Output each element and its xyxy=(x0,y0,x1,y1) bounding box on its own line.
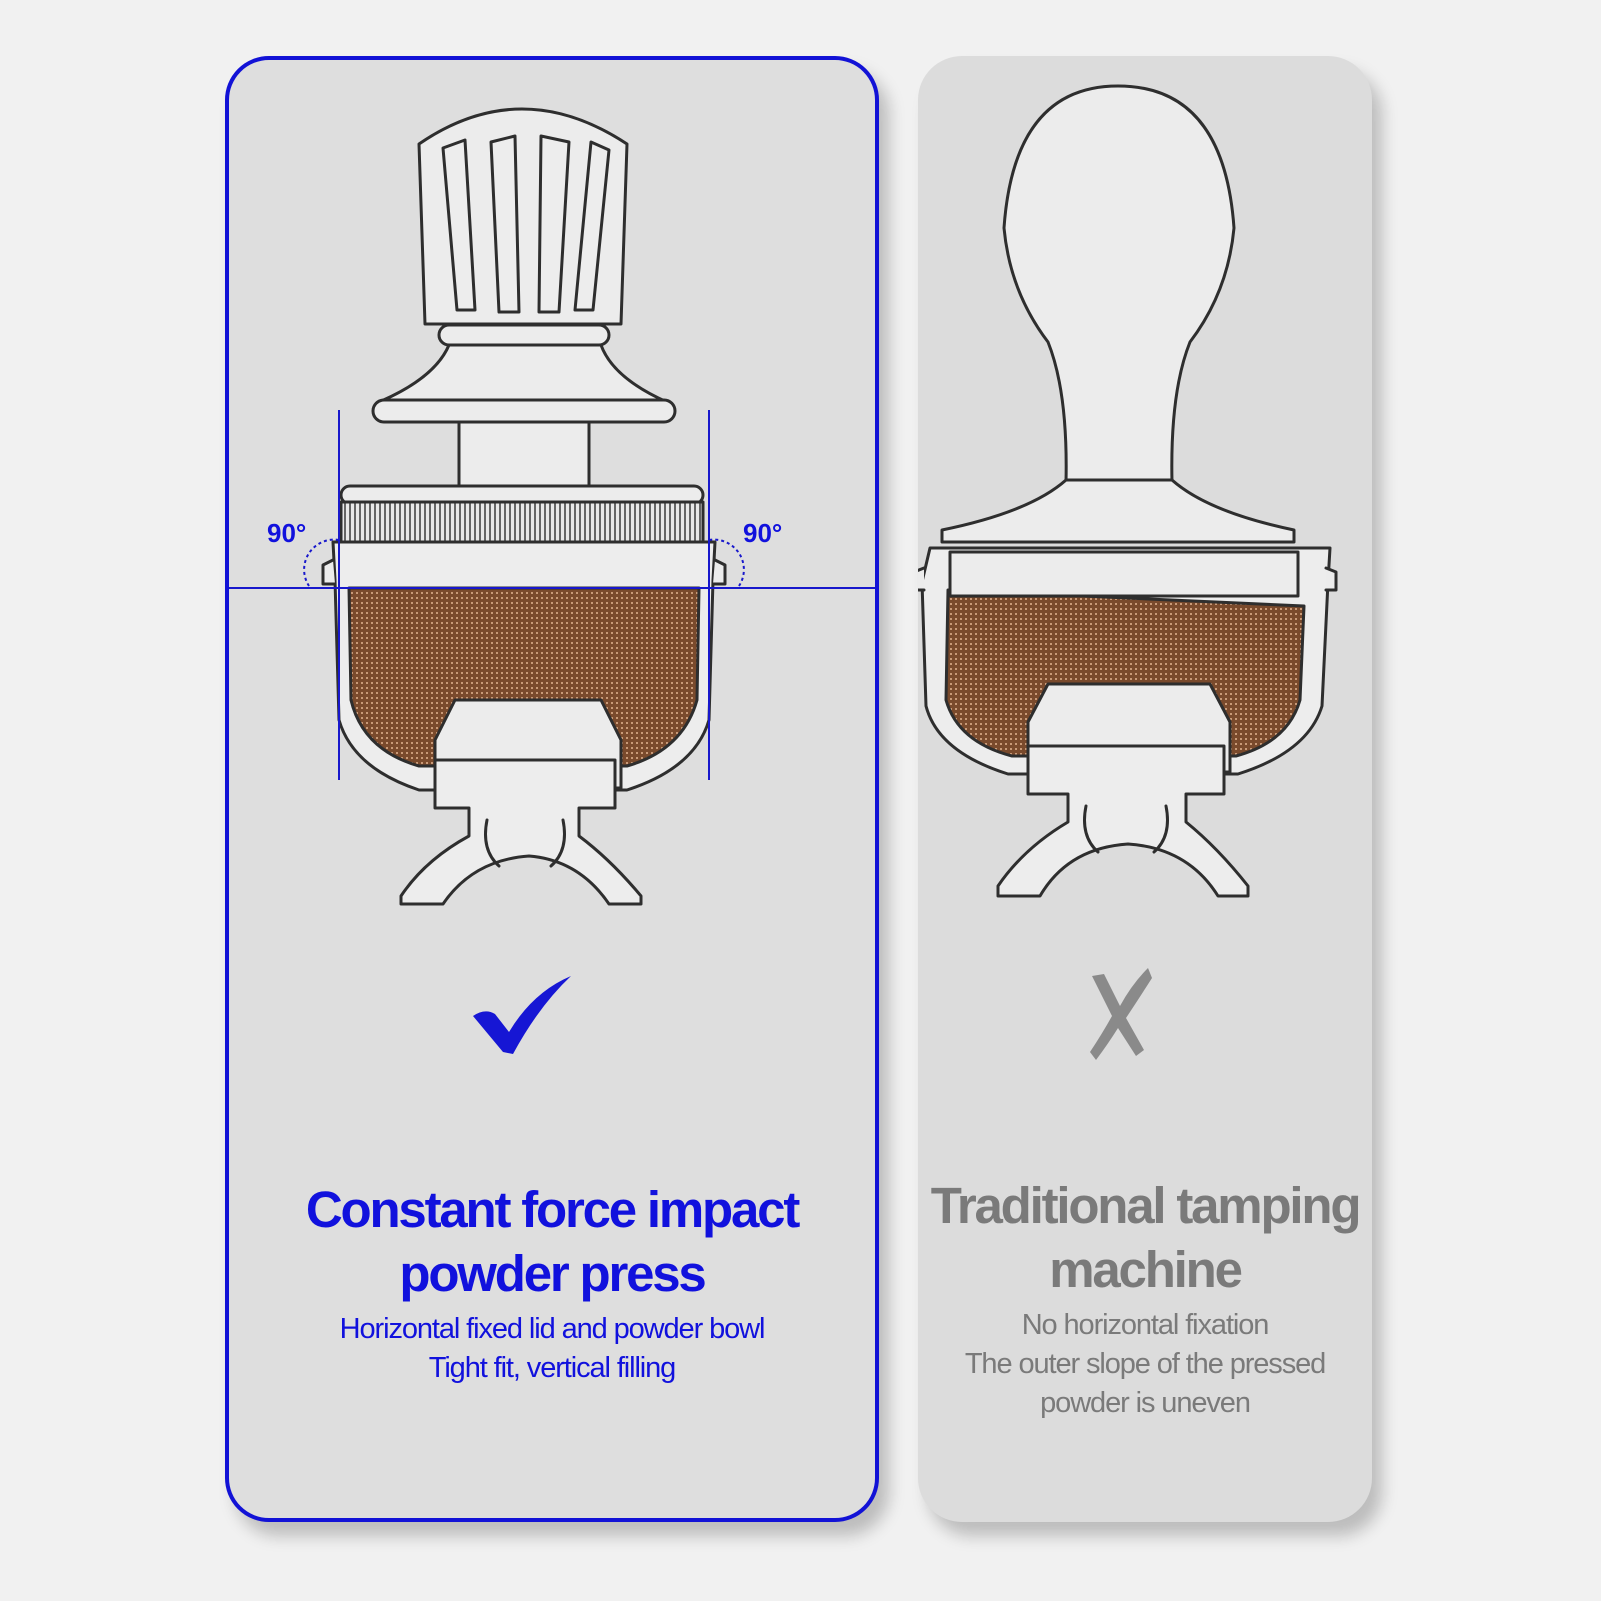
right-description: No horizontal fixation The outer slope o… xyxy=(918,1306,1372,1423)
left-description-line: Tight fit, vertical filling xyxy=(428,1352,677,1384)
constant-force-tamper-illustration: 90° 90° xyxy=(229,107,875,906)
right-title-line: Traditional tamping xyxy=(930,1177,1362,1234)
left-description-line: Horizontal fixed lid and powder bowl xyxy=(339,1313,766,1345)
right-comparison-card: Traditional tamping machine No horizonta… xyxy=(918,56,1372,1522)
right-description-line: The outer slope of the pressed xyxy=(964,1348,1326,1380)
right-title-line: machine xyxy=(1049,1241,1243,1298)
angle-label-left: 90° xyxy=(267,518,306,548)
left-comparison-card: 90° 90° Constant force impact powder pre… xyxy=(225,56,879,1522)
left-title-line: powder press xyxy=(399,1245,706,1302)
right-description-line: No horizontal fixation xyxy=(1021,1309,1270,1341)
left-title: Constant force impact powder press xyxy=(229,1178,875,1306)
checkmark-icon xyxy=(473,976,571,1054)
traditional-tamper-illustration xyxy=(918,84,1338,898)
cross-icon xyxy=(1090,968,1152,1060)
right-description-line: powder is uneven xyxy=(1040,1387,1251,1419)
angle-label-right: 90° xyxy=(743,518,782,548)
right-title: Traditional tamping machine xyxy=(918,1174,1372,1302)
left-title-line: Constant force impact xyxy=(305,1181,800,1238)
left-description: Horizontal fixed lid and powder bowl Tig… xyxy=(229,1310,875,1388)
